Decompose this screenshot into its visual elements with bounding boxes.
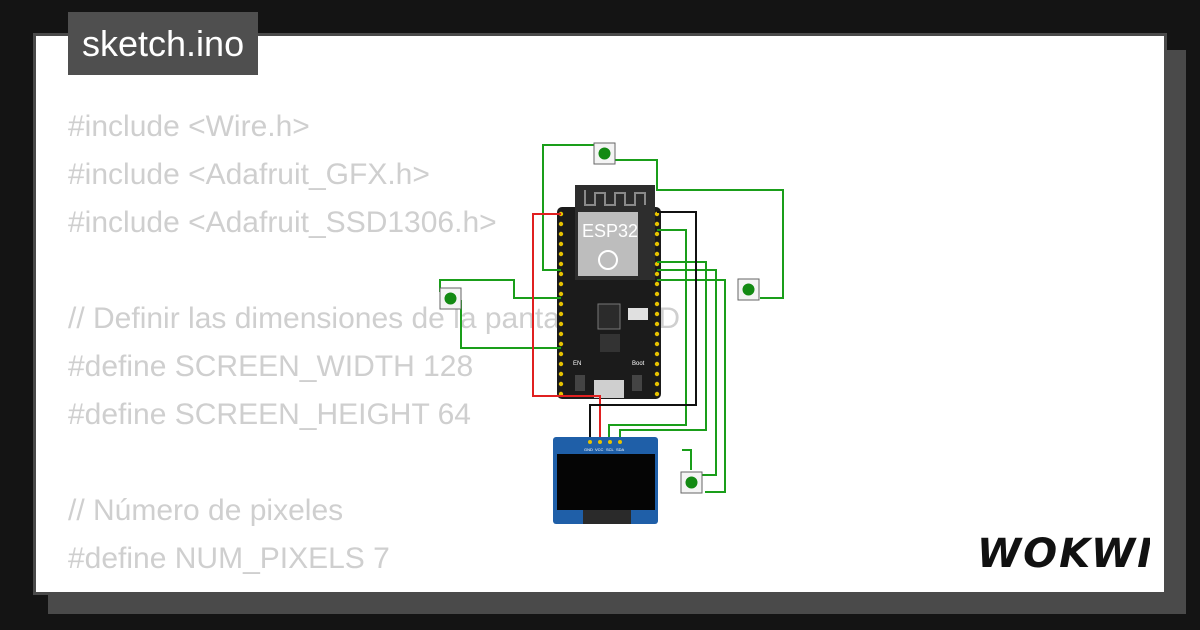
oled-ribbon: [583, 510, 631, 524]
en-button-icon: [575, 375, 585, 391]
code-line: #define SCREEN_HEIGHT 64: [68, 398, 471, 431]
wire-green: [657, 279, 726, 493]
push-button: [593, 142, 616, 165]
usb-port: [594, 380, 624, 398]
code-line: #include <Adafruit_SSD1306.h>: [68, 206, 497, 239]
oled-pin-label: VCC: [595, 447, 604, 452]
led-component: [628, 308, 648, 320]
wire-green: [542, 144, 596, 271]
espressif-logo-icon: [598, 250, 618, 270]
code-line: #include <Wire.h>: [68, 110, 310, 143]
oled-pin-label: SCL: [606, 447, 615, 452]
wire-black: [589, 211, 697, 440]
circuit-diagram: ESP32 EN Boot: [439, 142, 784, 524]
wires: [439, 144, 784, 493]
wire-green: [439, 279, 561, 299]
esp32-shield: [578, 212, 638, 276]
sketch-filename-badge: sketch.ino: [68, 12, 259, 75]
code-line: #include <Adafruit_GFX.h>: [68, 158, 430, 191]
wokwi-logo: WOKWI: [977, 531, 1150, 577]
wire-green: [682, 449, 692, 470]
boot-button-icon: [632, 375, 642, 391]
pin-header-right: [654, 211, 660, 397]
regulator: [597, 303, 621, 330]
wire-green: [619, 261, 707, 440]
wire-green: [612, 159, 784, 299]
wire-green: [608, 229, 687, 440]
code-line: // Número de pixeles: [68, 494, 344, 527]
wokwi-logo-text: WOKWI: [977, 531, 1150, 577]
code-preview: #include <Wire.h> #include <Adafruit_GFX…: [68, 103, 680, 583]
push-button: [680, 471, 703, 494]
code-line: #define NUM_PIXELS 7: [68, 542, 390, 575]
usb-chip: [600, 334, 620, 352]
code-line: #define SCREEN_WIDTH 128: [68, 350, 474, 383]
esp32-board: ESP32 EN Boot: [557, 185, 661, 399]
oled-pin-label: SDA: [616, 447, 625, 452]
push-button: [439, 287, 462, 310]
oled-pin-label: GND: [584, 447, 593, 452]
push-button: [737, 278, 760, 301]
chip-label: ESP32: [582, 221, 638, 241]
pin-header-left: [558, 211, 564, 397]
en-label: EN: [573, 361, 581, 367]
wire-red: [532, 213, 601, 440]
oled-display: GND VCC SCL SDA: [553, 437, 658, 524]
oled-screen: [557, 454, 655, 510]
boot-label: Boot: [632, 361, 645, 367]
wire-green: [657, 269, 717, 476]
wire-green: [460, 300, 561, 349]
